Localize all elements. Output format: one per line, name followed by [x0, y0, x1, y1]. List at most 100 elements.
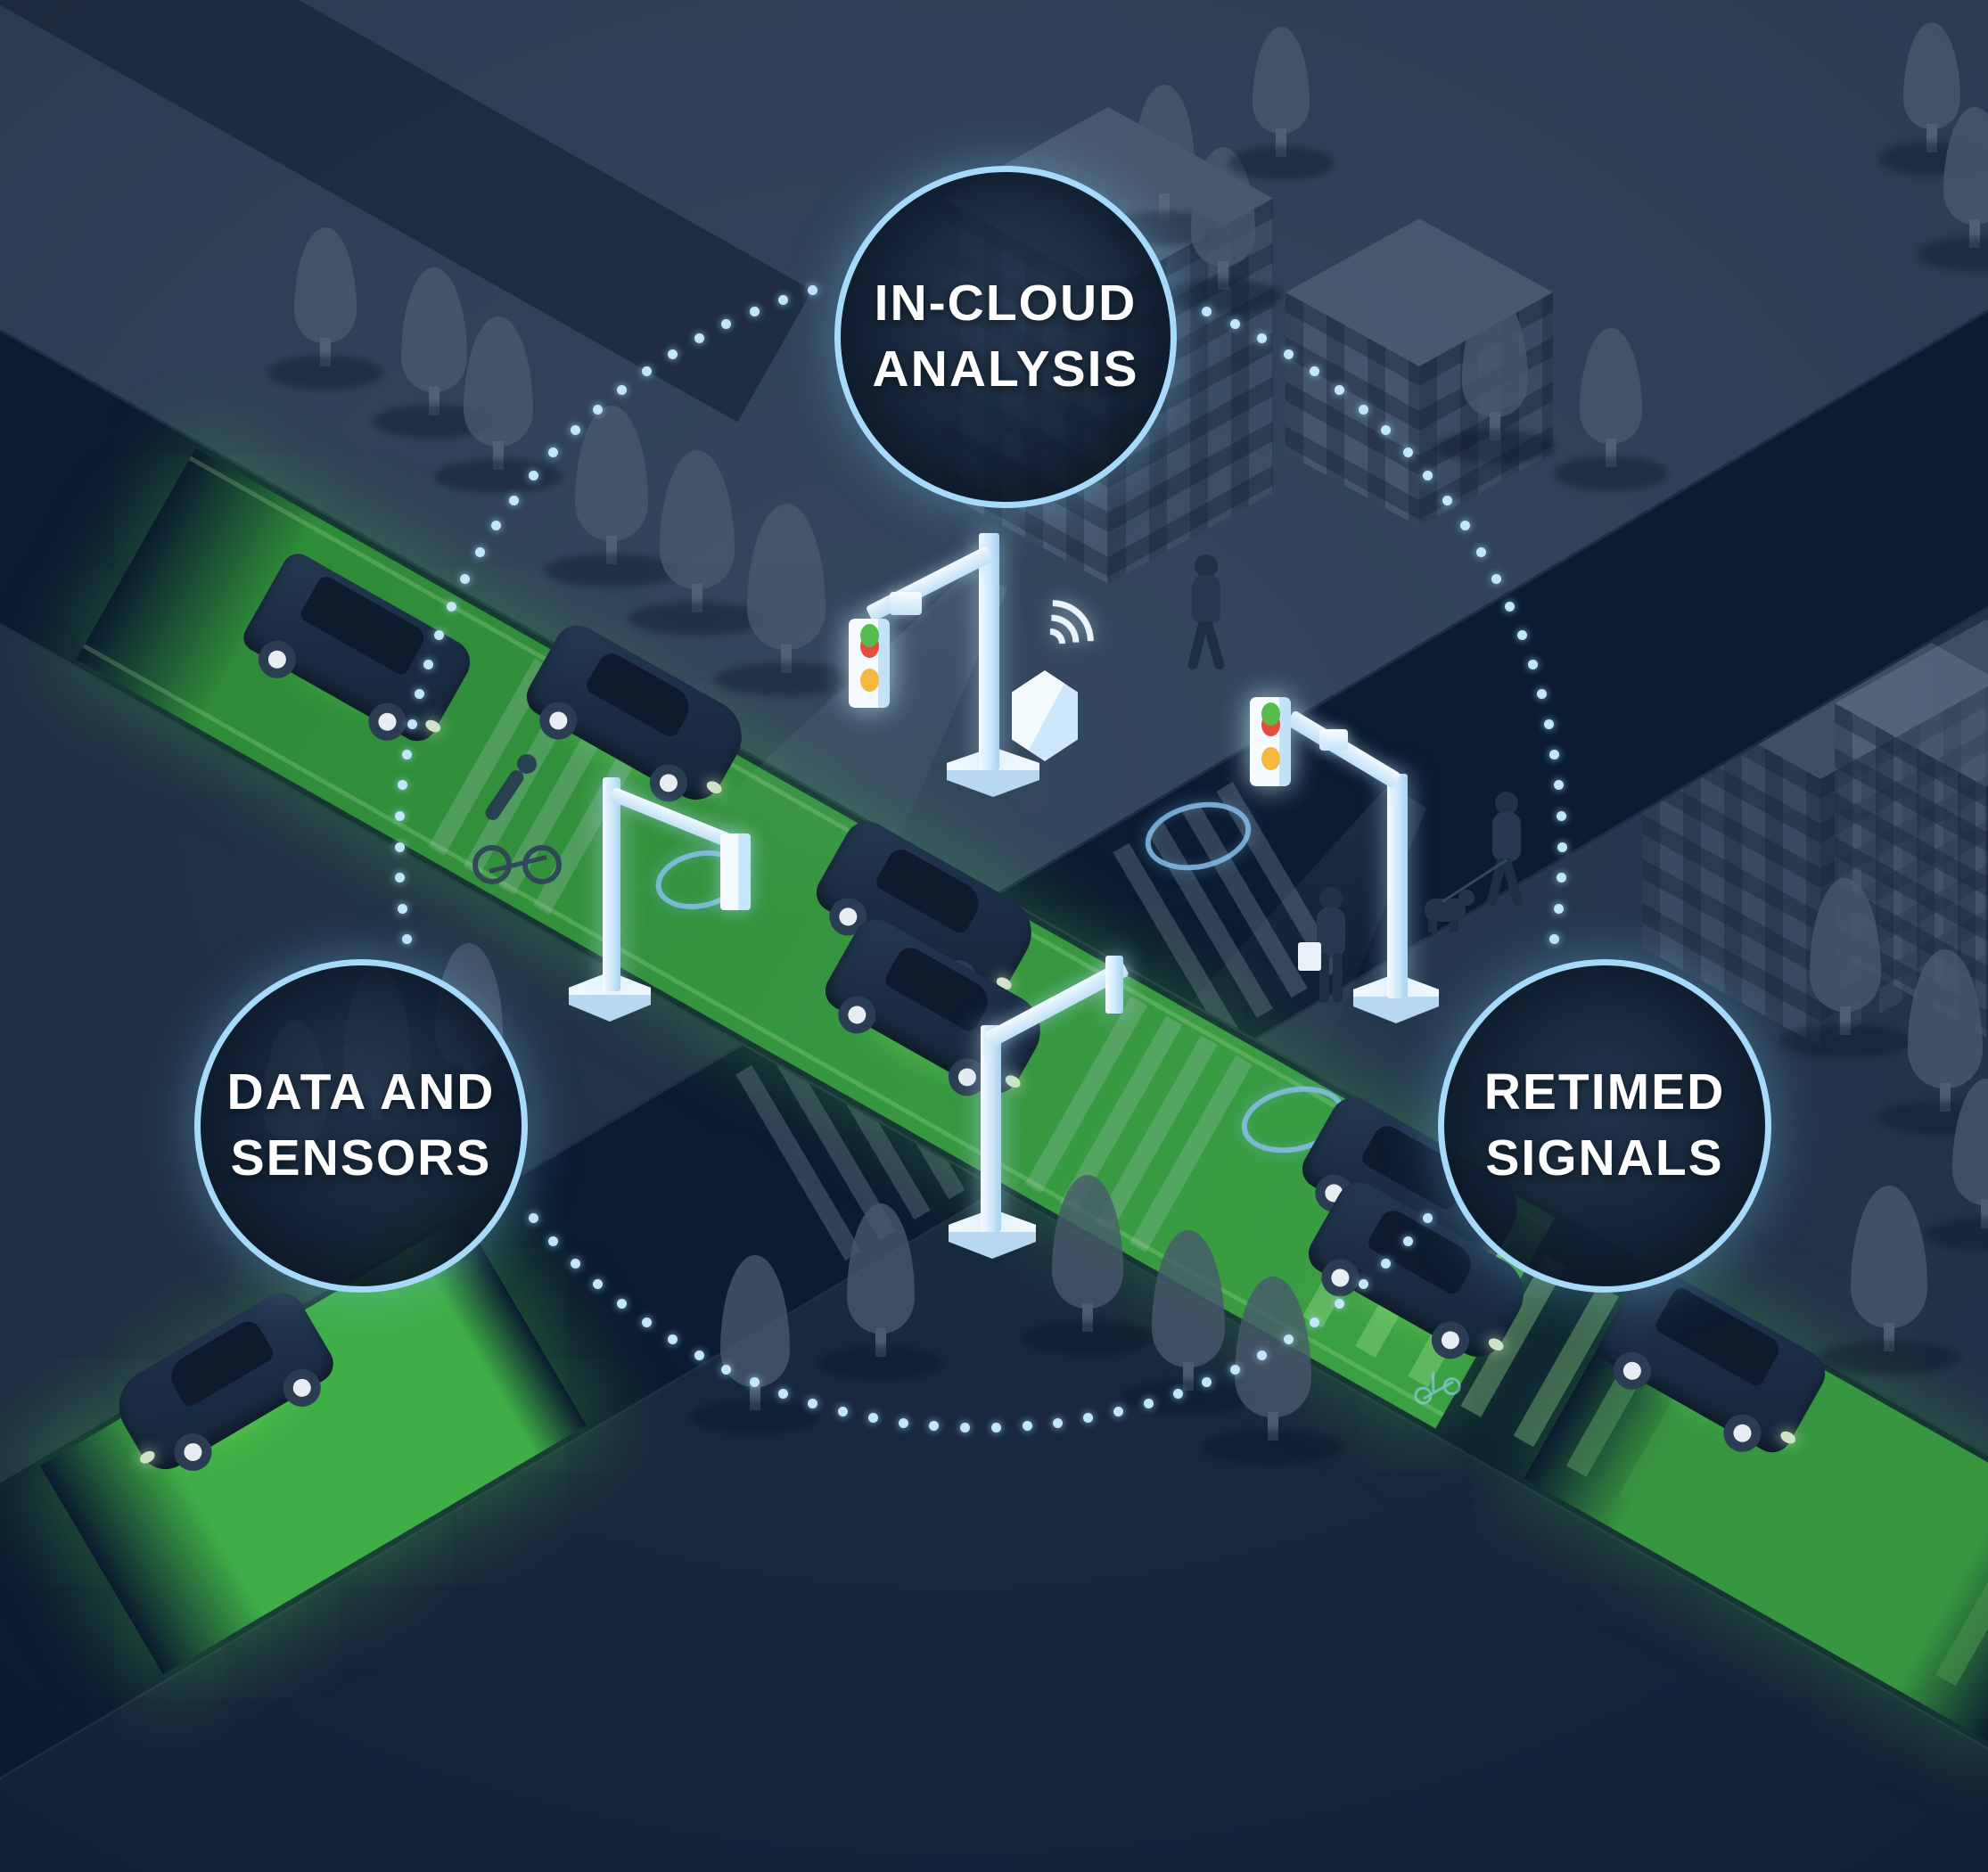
pedestrian-head: [1495, 792, 1518, 815]
ring-dot: [446, 602, 456, 612]
cyclist: [471, 733, 569, 884]
ring-dot: [1423, 1212, 1433, 1223]
ring-dot: [1516, 630, 1527, 641]
ring-dot: [1423, 471, 1433, 481]
ring-dot: [867, 1413, 878, 1424]
tree: [1908, 949, 1983, 1088]
ring-dot: [1381, 425, 1392, 436]
ring-dot: [1536, 688, 1547, 699]
pedestrian-leg: [1333, 953, 1343, 1003]
ring-dot: [1257, 333, 1268, 344]
ring-dot: [528, 471, 538, 481]
ring-dot: [694, 1350, 704, 1360]
ring-dot: [1257, 1350, 1268, 1360]
ring-dot: [593, 1279, 604, 1290]
tree: [1952, 1079, 1988, 1205]
pedestrian-leg: [1202, 620, 1226, 671]
ring-dot: [616, 384, 627, 395]
ring-dot: [1476, 546, 1487, 557]
yellow-light: [1261, 747, 1280, 771]
ring-dot: [778, 295, 789, 306]
ring-dot: [1284, 349, 1294, 359]
ring-dot: [1310, 1318, 1320, 1328]
ring-dot: [837, 1406, 848, 1416]
tree: [660, 450, 735, 589]
ring-dot: [1358, 404, 1368, 415]
node-label-line: ANALYSIS: [872, 341, 1139, 398]
signal-arm: [865, 546, 994, 622]
ring-dot: [1143, 1398, 1154, 1408]
ring-dot: [1335, 384, 1345, 395]
cyclist-head: [517, 754, 537, 774]
ring-dot: [1442, 495, 1452, 505]
node-label-line: IN-CLOUD: [874, 275, 1138, 333]
ring-dot: [1556, 810, 1566, 821]
ring-dot: [616, 1299, 627, 1310]
tree: [1253, 27, 1310, 134]
traffic-light-icon: [1250, 697, 1291, 786]
ring-dot: [1402, 1236, 1413, 1246]
signal-pole: [1387, 774, 1408, 998]
ring-dot: [593, 404, 604, 415]
shopping-bag: [1298, 942, 1321, 971]
pedestrian-head: [1319, 887, 1343, 910]
ring-dot: [721, 319, 732, 330]
pedestrian-walking: [1186, 554, 1227, 679]
bike-wheel: [522, 845, 562, 884]
ring-dot: [808, 285, 818, 296]
ring-dot: [415, 688, 425, 699]
tree: [575, 406, 648, 541]
tree: [1810, 878, 1881, 1012]
ring-dot: [398, 780, 408, 791]
tree: [1462, 294, 1528, 417]
ring-dot: [749, 306, 760, 316]
ring-dot: [548, 1236, 559, 1246]
ring-dot: [474, 546, 485, 557]
tree: [1134, 85, 1195, 199]
ring-dot: [570, 1258, 580, 1269]
ring-dot: [1505, 602, 1516, 612]
node-in-cloud-analysis: IN-CLOUD ANALYSIS: [834, 166, 1177, 508]
yellow-light: [859, 669, 879, 693]
tree: [401, 267, 467, 392]
pedestrian-dog-walker: [1484, 792, 1529, 920]
node-data-and-sensors: DATA AND SENSORS: [194, 959, 528, 1293]
ring-dot: [528, 1212, 538, 1223]
ring-dot: [407, 718, 418, 729]
signal-pole: [979, 533, 999, 770]
pedestrian-body: [1317, 907, 1345, 957]
tree: [464, 316, 533, 447]
sensor-panel: [720, 833, 751, 910]
red-light: [1261, 712, 1280, 736]
ring-dot: [434, 630, 445, 641]
ring-dot: [667, 1334, 678, 1345]
ring-dot: [423, 659, 434, 669]
ring-dot: [749, 1377, 760, 1388]
node-label-line: RETIMED: [1483, 1063, 1726, 1121]
ring-dot: [1381, 1258, 1392, 1269]
tree: [1943, 107, 1988, 225]
ring-dot: [548, 447, 559, 458]
tree: [1580, 328, 1642, 444]
arm-joint: [890, 592, 922, 615]
tree: [1903, 22, 1960, 129]
traffic-control-cabinet: [1012, 670, 1078, 761]
pedestrian-leg: [1500, 857, 1524, 908]
ring-dot: [1053, 1417, 1064, 1428]
ring-dot: [1202, 306, 1212, 316]
ring-dot: [1402, 447, 1413, 458]
ring-dot: [491, 521, 502, 531]
ring-dot: [641, 1318, 652, 1328]
gantry-pole: [981, 1025, 1001, 1232]
ring-dot: [1335, 1299, 1345, 1310]
ring-dot: [459, 573, 470, 584]
ring-dot: [1553, 903, 1564, 914]
gantry-stub: [1105, 956, 1123, 1014]
tree: [747, 504, 826, 650]
node-label-line: DATA AND: [226, 1063, 496, 1121]
traffic-light-icon: [849, 619, 890, 708]
ring-dot: [1556, 873, 1566, 883]
pedestrian-head: [1195, 554, 1218, 578]
ring-dot: [395, 810, 406, 821]
